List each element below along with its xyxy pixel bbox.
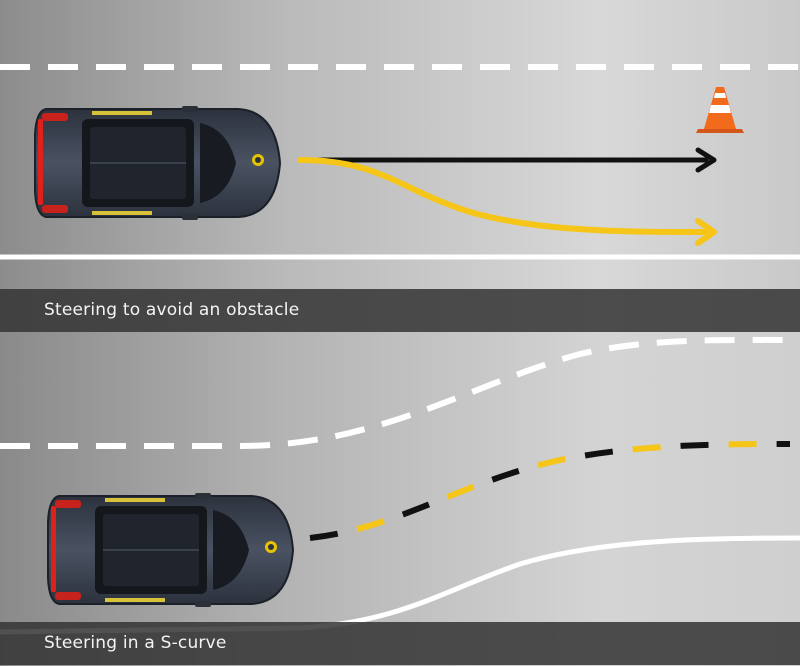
avoidance-path-arrow xyxy=(297,157,717,246)
solid-lane-edge xyxy=(0,535,800,635)
euro-ncap-badge-icon xyxy=(265,541,277,553)
scenario-s-curve: Steering in a S-curve xyxy=(0,332,800,666)
straight-path-arrow xyxy=(297,147,717,173)
s-curve-trajectory xyxy=(309,441,791,541)
car-top-view-icon xyxy=(47,493,295,607)
road-scene-1 xyxy=(0,0,800,332)
euro-ncap-badge-icon xyxy=(252,154,264,166)
traffic-cone-icon xyxy=(696,87,744,133)
car-top-view-icon xyxy=(34,106,282,220)
road-scene-2 xyxy=(0,332,800,666)
scenario-caption: Steering in a S-curve xyxy=(0,622,800,665)
dashed-lane-marking xyxy=(0,336,800,449)
scenario-caption: Steering to avoid an obstacle xyxy=(0,289,800,332)
scenario-obstacle-avoidance: Steering to avoid an obstacle xyxy=(0,0,800,332)
